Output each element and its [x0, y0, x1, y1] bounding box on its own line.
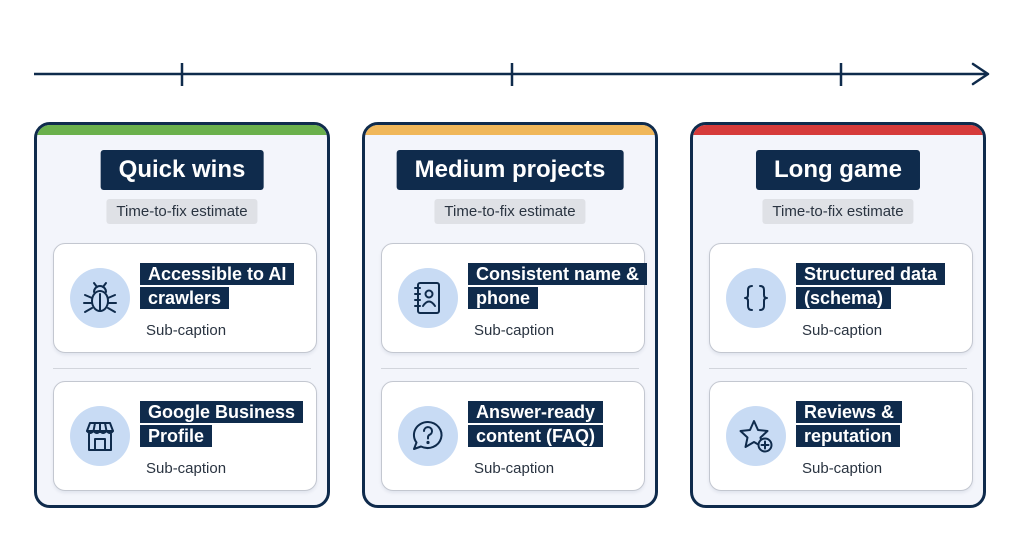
card-title: Google Business Profile [140, 400, 312, 448]
card-title: Reviews & reputation [796, 400, 968, 448]
card-title: Structured data (schema) [796, 262, 968, 310]
card: Accessible to AI crawlers Sub-caption [53, 243, 317, 353]
card: Structured data (schema) Sub-caption [709, 243, 973, 353]
card-subcaption: Sub-caption [802, 322, 883, 339]
card: Consistent name & phone Sub-caption [381, 243, 648, 353]
curly-braces-icon [726, 268, 786, 328]
column-quick-wins: Quick wins Time-to-fix estimate Accessib… [34, 122, 330, 508]
timeline-arrowhead [971, 62, 990, 86]
estimate-badge: Time-to-fix estimate [762, 199, 914, 224]
estimate-badge: Time-to-fix estimate [434, 199, 586, 224]
divider [709, 368, 967, 369]
card-subcaption: Sub-caption [146, 460, 227, 477]
column-color-band [693, 125, 983, 135]
column-color-band [37, 125, 327, 135]
card-title: Consistent name & phone [468, 262, 648, 310]
card: Google Business Profile Sub-caption [53, 381, 317, 491]
contact-book-icon [398, 268, 458, 328]
card-title: Answer-ready content (FAQ) [468, 400, 640, 448]
column-title: Medium projects [396, 150, 624, 190]
card: Answer-ready content (FAQ) Sub-caption [381, 381, 645, 491]
card: Reviews & reputation Sub-caption [709, 381, 973, 491]
column-title: Long game [755, 150, 921, 190]
column-medium-projects: Medium projects Time-to-fix estimate Con… [362, 122, 658, 508]
bug-icon [70, 268, 130, 328]
card-subcaption: Sub-caption [474, 322, 555, 339]
divider [381, 368, 639, 369]
timeline-arrow [34, 62, 990, 86]
card-subcaption: Sub-caption [146, 322, 227, 339]
column-long-game: Long game Time-to-fix estimate Structure… [690, 122, 986, 508]
card-subcaption: Sub-caption [802, 460, 883, 477]
card-title: Accessible to AI crawlers [140, 262, 312, 310]
divider [53, 368, 311, 369]
question-bubble-icon [398, 406, 458, 466]
column-title: Quick wins [100, 150, 264, 190]
column-color-band [365, 125, 655, 135]
storefront-icon [70, 406, 130, 466]
star-plus-icon [726, 406, 786, 466]
card-subcaption: Sub-caption [474, 460, 555, 477]
estimate-badge: Time-to-fix estimate [106, 199, 258, 224]
